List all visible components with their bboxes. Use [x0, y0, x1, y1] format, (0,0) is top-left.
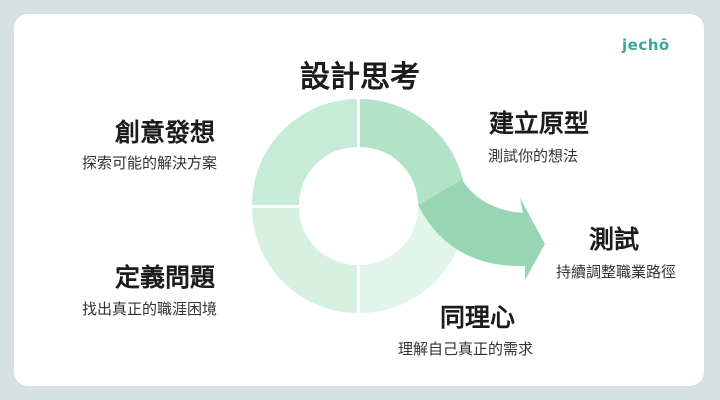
segment-prototype [360, 99, 466, 205]
segment-ideate [252, 99, 357, 205]
stage-title-prototype: 建立原型 [489, 109, 590, 138]
stage-desc-prototype: 測試你的想法 [488, 147, 579, 165]
stage-title-ideate: 創意發想 [115, 118, 216, 147]
segment-define [252, 208, 357, 313]
stage-desc-ideate: 探索可能的解決方案 [82, 154, 218, 172]
jecho-logo: jechō [622, 36, 670, 54]
cycle-center [301, 148, 417, 264]
stage-title-empathize: 同理心 [440, 303, 516, 332]
stage-desc-test: 持續調整職業路徑 [556, 263, 677, 281]
stage-title-define: 定義問題 [115, 263, 216, 292]
stage-title-test: 測試 [589, 225, 640, 254]
stage-desc-define: 找出真正的職涯困境 [82, 300, 218, 318]
diagram-title: 設計思考 [300, 60, 420, 95]
arrow-to-test [418, 180, 545, 280]
stage-desc-empathize: 理解自己真正的需求 [398, 340, 534, 358]
